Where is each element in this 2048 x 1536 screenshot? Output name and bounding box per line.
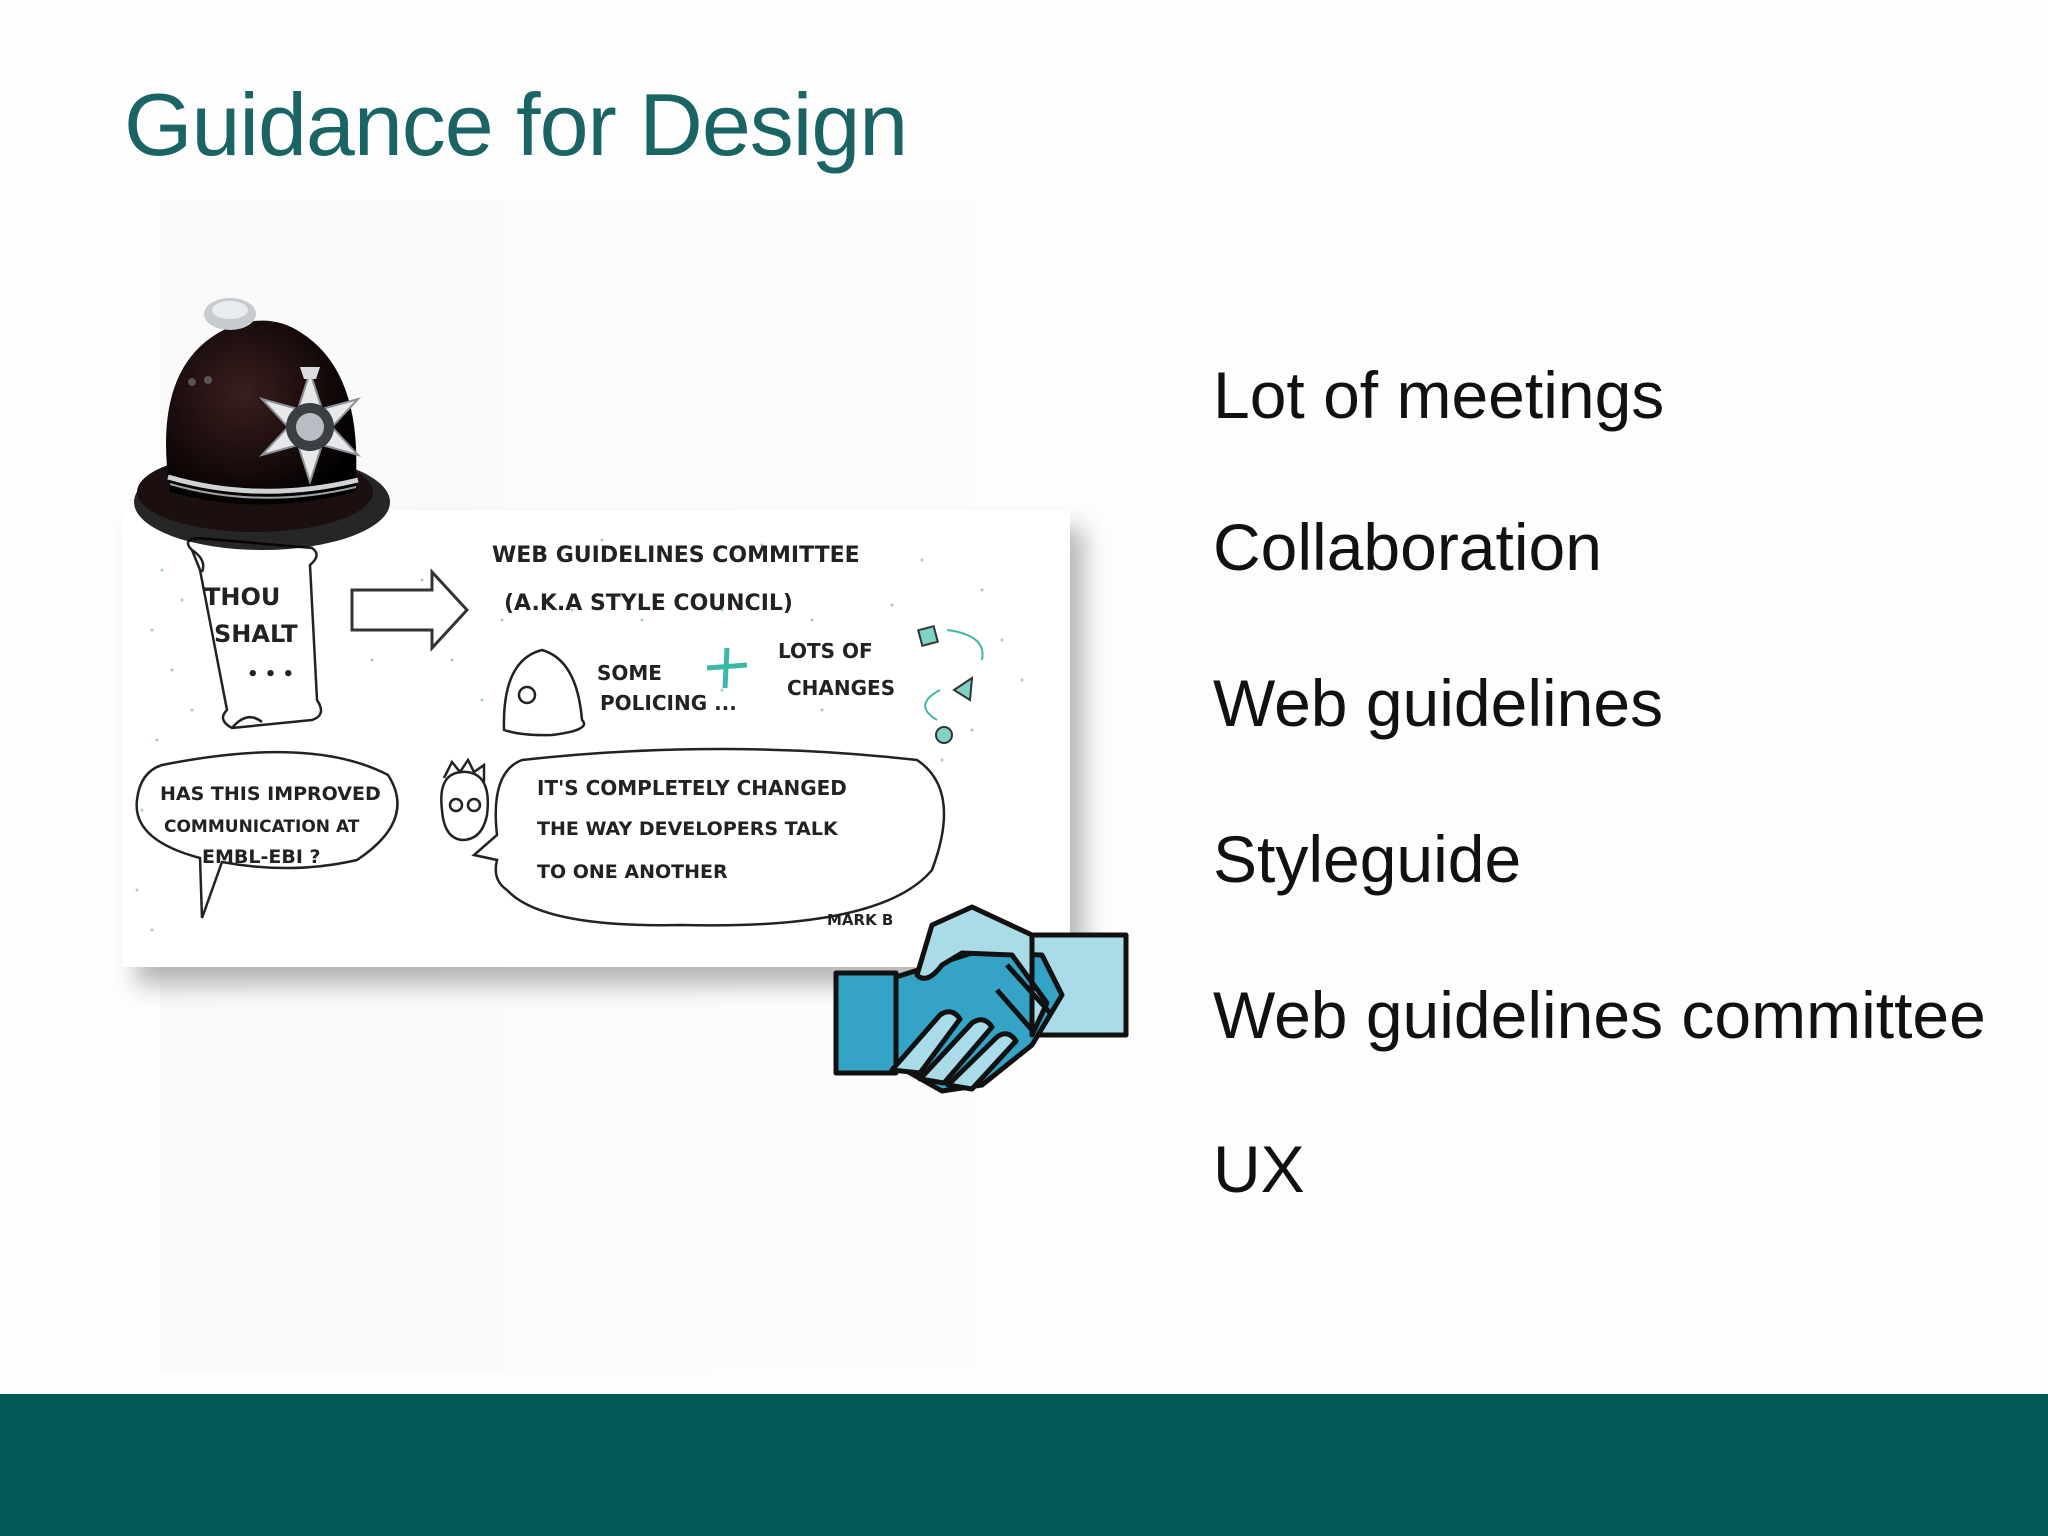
policing-text: POLICING ...	[600, 691, 737, 715]
bullet-item: UX	[1213, 1132, 1305, 1206]
handshake-icon	[833, 904, 1129, 1094]
bullet-item: Lot of meetings	[1213, 358, 1665, 432]
developer-face-icon	[440, 757, 490, 842]
footer-bar	[0, 1394, 2048, 1536]
plus-icon	[706, 647, 748, 689]
sketchnote-drawing: THOU SHALT • • • WEB GUIDELINES COMMITTE…	[135, 536, 1024, 932]
bullet-item: Web guidelines	[1213, 666, 1664, 740]
scroll-text: • • •	[247, 664, 294, 685]
answer-text: TO ONE ANOTHER	[537, 861, 728, 883]
shapes-cycle-icon	[916, 624, 984, 744]
scroll-text: THOU	[204, 583, 280, 611]
committee-text: (A.K.A STYLE COUNCIL)	[504, 591, 793, 616]
question-text: HAS THIS IMPROVED	[160, 783, 381, 805]
changes-text: CHANGES	[787, 676, 895, 700]
changes-text: LOTS OF	[778, 639, 873, 663]
helmet-sketch-icon	[502, 648, 586, 737]
policing-text: SOME	[597, 661, 662, 685]
scroll-text: SHALT	[214, 620, 298, 648]
police-helmet-icon	[134, 298, 390, 550]
question-text: COMMUNICATION AT	[164, 817, 360, 837]
signature-text: MARK B	[827, 911, 893, 929]
answer-bubble	[471, 747, 946, 927]
bullet-item: Web guidelines committee	[1213, 978, 1986, 1052]
committee-text: WEB GUIDELINES COMMITTEE	[492, 543, 860, 568]
answer-text: THE WAY DEVELOPERS TALK	[537, 818, 839, 840]
question-bubble	[135, 750, 399, 919]
question-text: EMBL-EBI ?	[202, 846, 321, 868]
bullet-item: Collaboration	[1213, 510, 1602, 584]
answer-text: IT'S COMPLETELY CHANGED	[537, 776, 847, 800]
arrow-right-icon	[350, 568, 470, 652]
bullet-item: Styleguide	[1213, 822, 1522, 896]
sketchnote-image: THOU SHALT • • • WEB GUIDELINES COMMITTE…	[122, 510, 1070, 967]
slide-title: Guidance for Design	[124, 75, 908, 174]
